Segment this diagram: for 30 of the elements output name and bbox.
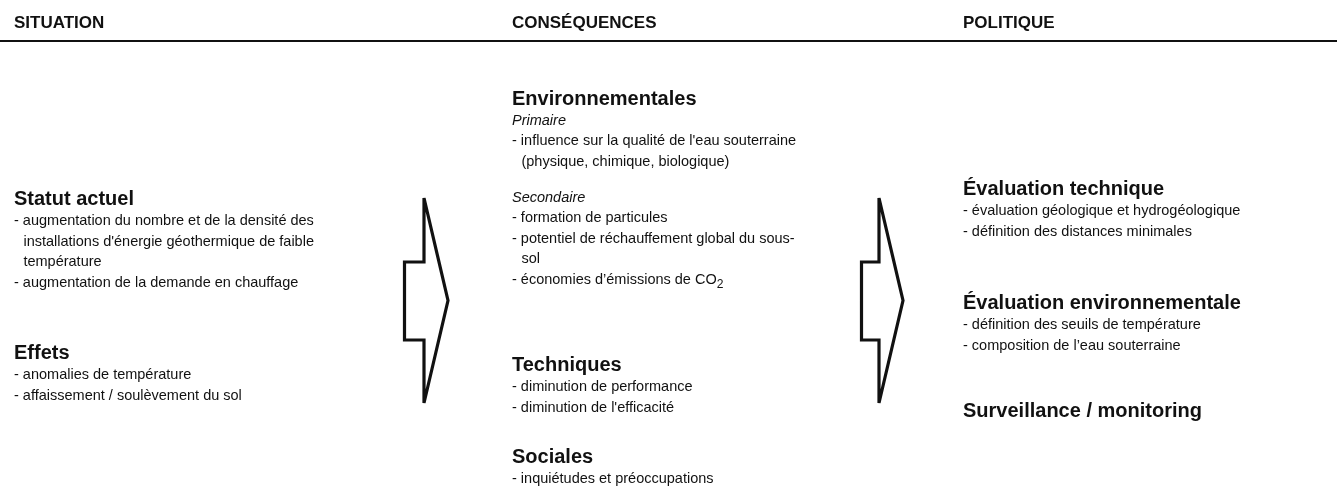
bullet-item: - inquiétudes et préoccupations — [512, 469, 715, 488]
bullet-item: - définition des seuils de température — [963, 315, 1202, 334]
bullet-item: - augmentation de la demande en chauffage — [14, 272, 300, 292]
section-heading: Évaluation environnementale — [963, 290, 1241, 314]
bullet-item: - évaluation géologique et hydrogéologique — [963, 201, 1242, 220]
bullet-item: - augmentation du nombre et de la densité des installations d'énergie géothermique de faible température — [14, 211, 315, 271]
bullet-item: - composition de l’eau souterraine — [963, 335, 1182, 355]
bullet-item: - anomalies de température — [14, 365, 193, 384]
section-heading: Environnementales — [512, 86, 697, 110]
section-heading: Techniques — [512, 352, 622, 376]
bullet-item: - influence sur la qualité de l'eau souterraine (physique, chimique, biologique) — [512, 131, 798, 171]
section-heading: Sociales — [512, 444, 594, 468]
subsection-heading: Secondaire — [512, 188, 586, 207]
section-heading: Surveillance / monitoring — [963, 398, 1202, 422]
bullet-item: - formation de particules — [512, 208, 669, 227]
bullet-item: - affaissement / soulèvement du sol — [14, 385, 243, 405]
column-header: POLITIQUE — [963, 12, 1055, 34]
block-arrow — [402, 196, 450, 405]
column-header: CONSÉQUENCES — [512, 12, 657, 34]
bullet-item: - potentiel de réchauffement global du sous-sol — [512, 228, 796, 268]
bullet-item: - économies d’émissions de CO$_{2}$ — [512, 269, 725, 293]
bullet-item: - définition des distances minimales — [963, 221, 1193, 241]
bullet-item: - diminution de l'efficacité — [512, 397, 676, 417]
block-arrow — [859, 196, 905, 405]
column-header: SITUATION — [14, 12, 105, 34]
bullet-item: - diminution de performance — [512, 377, 694, 396]
section-heading: Effets — [14, 340, 70, 364]
section-heading: Statut actuel — [14, 186, 135, 210]
subsection-heading: Primaire — [512, 111, 566, 130]
section-heading: Évaluation technique — [963, 176, 1165, 200]
